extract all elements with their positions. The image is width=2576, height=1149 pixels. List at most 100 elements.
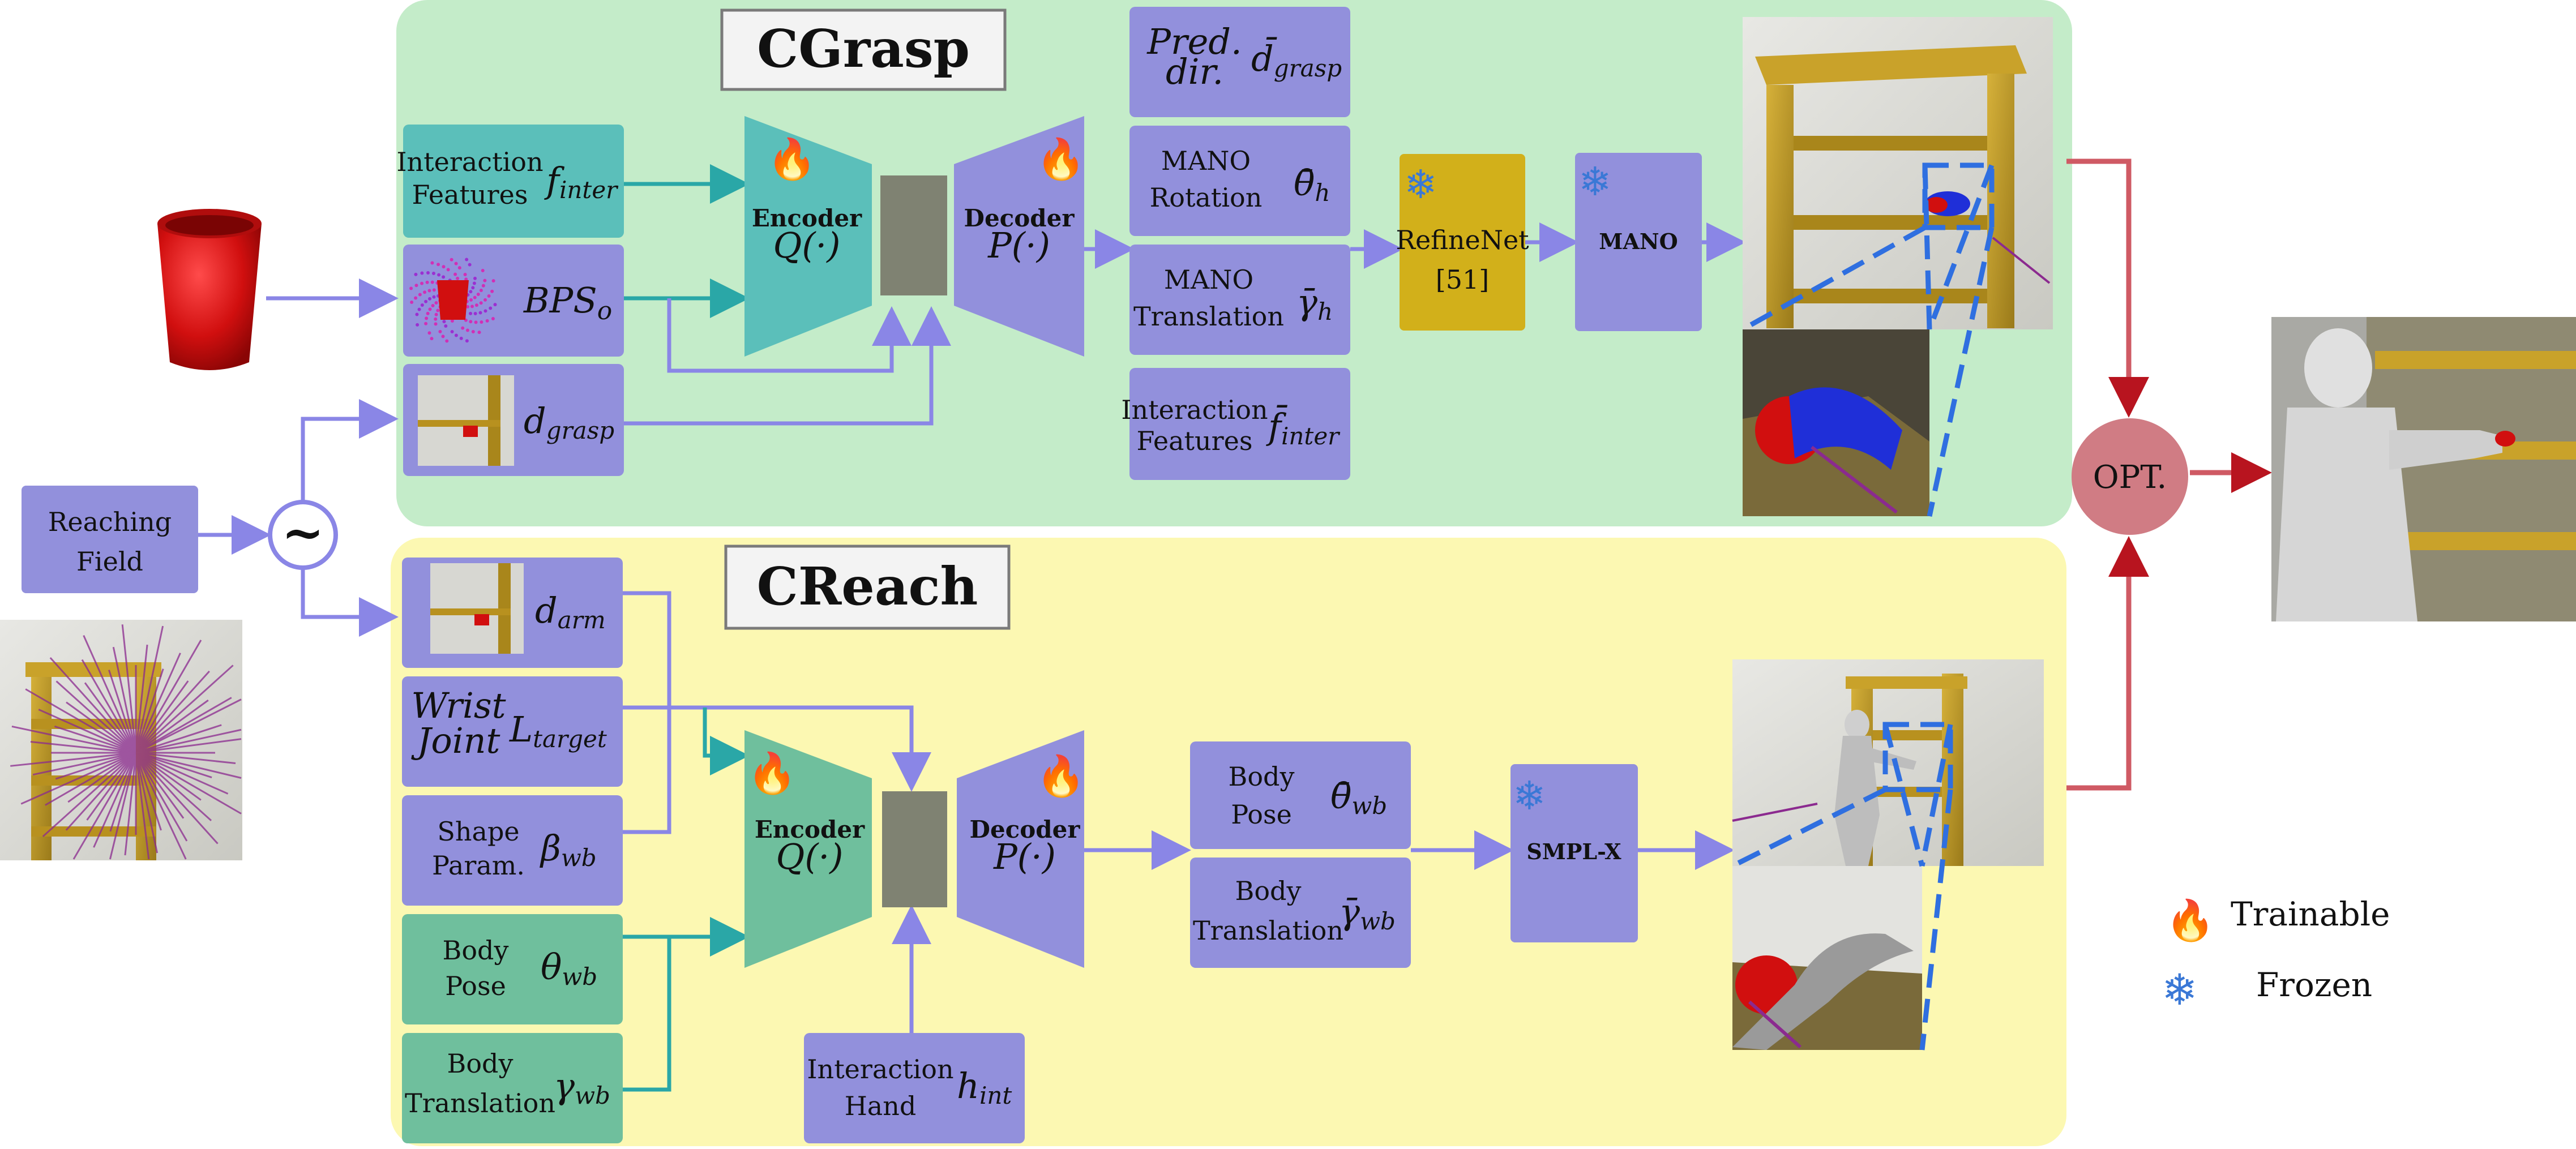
- cr-decoder-fn: P(·): [993, 836, 1056, 877]
- flame-icon: 🔥: [1036, 136, 1085, 182]
- cgrasp-latent: [880, 175, 947, 295]
- sampler-symbol: ~: [281, 503, 324, 563]
- cr-bt-line1: Body: [447, 1048, 514, 1079]
- cr-obp-line2: Pose: [1231, 799, 1292, 830]
- opt-label: OPT.: [2093, 459, 2167, 496]
- opt-circle: [2072, 418, 2188, 535]
- creach-wrist-box: [402, 676, 623, 787]
- cg-ifo-line2: Features: [1137, 426, 1253, 456]
- cgrasp-encoder: [744, 116, 872, 357]
- cg-bps-to-latent-arrow: [667, 298, 912, 373]
- cr-shape-sym: βwb: [540, 828, 597, 872]
- flame-icon: 🔥: [747, 750, 797, 796]
- cg-ifo-sym: f̄inter: [1266, 405, 1341, 450]
- cr-wrist-line2: Joint: [411, 720, 500, 761]
- cr-bt-line2: Translation: [405, 1088, 555, 1118]
- snowflake-icon: ❄: [1513, 773, 1546, 819]
- cg-ifo-line1: Interaction: [1121, 395, 1268, 425]
- cr-out-body-trans-box: [1190, 858, 1411, 968]
- cgrasp-bps-box: [403, 245, 624, 357]
- reaching-field-line2: Field: [76, 546, 143, 577]
- cgrasp-title: CGrasp: [757, 18, 970, 79]
- cr-darm-sym: darm: [535, 590, 606, 634]
- cgrasp-render-image: [1743, 17, 2053, 516]
- cr-obt-sym: γ̄wb: [1339, 891, 1396, 935]
- cg-decoder-label: Decoder: [964, 204, 1075, 232]
- refinenet-label: RefineNet: [1396, 225, 1529, 255]
- zoom-line-7: [1919, 789, 1953, 1051]
- cg-if-line1: Interaction: [396, 147, 543, 177]
- cg-out-mano-trans-box: [1129, 245, 1350, 355]
- cgrasp-title-box: [720, 8, 1007, 91]
- cg-encoder-fn: Q(·): [773, 225, 841, 266]
- dgrasp-thumb-image: [418, 375, 514, 466]
- zoom-line-4: [1922, 165, 1932, 330]
- cr-decoder-label: Decoder: [970, 816, 1081, 843]
- sampler-to-dgrasp-arrow: [301, 399, 399, 502]
- cr-obt-line2: Translation: [1193, 915, 1343, 946]
- shelf-rays-image: [0, 620, 242, 860]
- cg-decoder-fn: P(·): [987, 225, 1050, 266]
- cr-trans-line: [623, 937, 671, 1092]
- refinenet-box: [1400, 154, 1525, 331]
- creach-title: CReach: [757, 556, 978, 617]
- mano-box: [1575, 153, 1702, 331]
- mano-label: MANO: [1599, 229, 1678, 254]
- legend-frozen: Frozen: [2256, 966, 2372, 1004]
- cg-pd-line2: dir.: [1166, 51, 1223, 92]
- cg-out-int-feat-box: [1129, 368, 1350, 480]
- creach-latent: [882, 791, 947, 907]
- cr-obp-line1: Body: [1229, 761, 1295, 792]
- cg-out-pred-dir-box: [1129, 7, 1350, 117]
- cr-ih-line1: Interaction: [807, 1054, 953, 1084]
- cr-obt-line1: Body: [1235, 876, 1302, 906]
- cg-mt-line2: Translation: [1133, 301, 1284, 332]
- cg-dgrasp-sym: dgrasp: [524, 400, 614, 444]
- cgrasp-interaction-features-box: [403, 125, 624, 238]
- darm-thumb-image: [430, 563, 524, 654]
- flame-icon: 🔥: [2166, 897, 2215, 944]
- legend-trainable: Trainable: [2231, 895, 2390, 933]
- zoom-rect-creach: [1882, 722, 1953, 792]
- cr-ih-line2: Hand: [845, 1091, 917, 1121]
- smplx-box: [1510, 764, 1638, 942]
- cr-bt-sym: γwb: [554, 1065, 610, 1109]
- cr-shape-line1: Shape: [437, 816, 519, 847]
- cr-bp-line2: Pose: [445, 971, 506, 1001]
- snowflake-icon: ❄: [2162, 964, 2198, 1015]
- flame-icon: 🔥: [1036, 753, 1085, 799]
- cgrasp-to-opt-arrow: [2066, 158, 2149, 418]
- cr-wrist-sym: Ltarget: [509, 709, 607, 753]
- zoom-line-2: [1927, 164, 1995, 331]
- cr-wrist-to-latent-arrow: [623, 705, 931, 792]
- cg-mr-sym: θ̄h: [1294, 162, 1330, 207]
- cg-encoder-label: Encoder: [752, 204, 862, 232]
- cg-mt-sym: γ̄h: [1296, 281, 1333, 325]
- creach-int-hand-box: [804, 1033, 1025, 1143]
- cg-out-mano-rot-box: [1129, 126, 1350, 236]
- cr-wrist-to-encoder-arrow: [703, 708, 750, 775]
- bps-pointcloud-image: [409, 258, 497, 343]
- cg-if-line2: Features: [412, 179, 528, 210]
- cr-encoder-label: Encoder: [755, 816, 865, 843]
- creach-encoder: [744, 730, 872, 968]
- creach-shape-box: [402, 795, 623, 906]
- zoom-line-3: [1927, 227, 1995, 517]
- cg-mr-line2: Rotation: [1150, 182, 1263, 213]
- cg-pd-line1: Pred.: [1146, 21, 1242, 62]
- snowflake-icon: ❄: [1578, 158, 1612, 205]
- cg-mt-line1: MANO: [1164, 264, 1253, 295]
- creach-body-pose-box: [402, 914, 623, 1024]
- smplx-label: SMPL-X: [1526, 839, 1621, 864]
- reaching-field-line1: Reaching: [48, 507, 172, 537]
- cr-shape-line2: Param.: [432, 850, 525, 881]
- zoom-line-8: [1882, 723, 1925, 867]
- creach-decoder: [957, 730, 1084, 968]
- cr-bp-sym: θwb: [541, 946, 597, 991]
- snowflake-icon: ❄: [1404, 161, 1437, 208]
- flame-icon: 🔥: [767, 136, 816, 182]
- cg-pd-sym: d̄grasp: [1251, 37, 1342, 82]
- zoom-line-5: [1731, 787, 1887, 869]
- cr-wrist-line1: Wrist: [411, 685, 506, 726]
- cg-dgrasp-to-decoder-arrow: [624, 306, 951, 426]
